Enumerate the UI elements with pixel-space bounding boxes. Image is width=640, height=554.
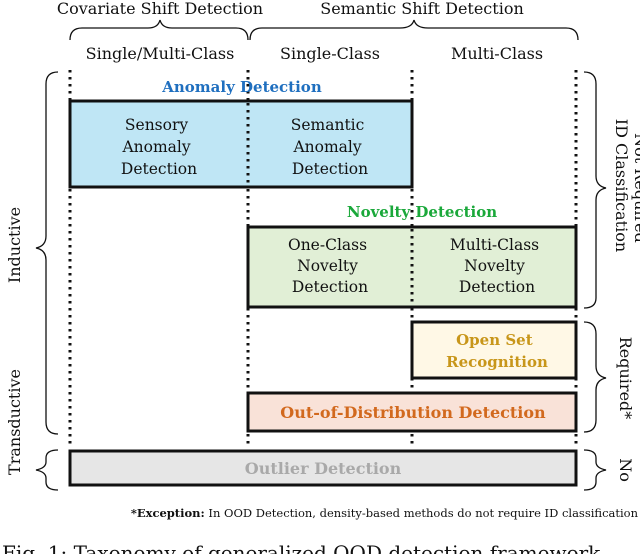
brace-semantic [249, 19, 579, 41]
sensory-anomaly-line-2: Anomaly [121, 138, 190, 156]
header-semantic-shift: Semantic Shift Detection [320, 0, 524, 18]
open-set-line-1: Open Set [456, 331, 533, 349]
one-class-line-2: Novelty [297, 257, 358, 275]
label-required: Required* [616, 337, 635, 420]
one-class-line-3: Detection [292, 278, 368, 296]
sensory-anomaly-label: Sensory Anomaly Detection [121, 116, 197, 178]
semantic-anomaly-line-2: Anomaly [292, 138, 361, 156]
header-multi-class: Multi-Class [451, 44, 543, 63]
open-set-recognition-box [410, 320, 578, 380]
anomaly-detection-title: Anomaly Detection [161, 78, 322, 96]
outlier-detection-box [68, 449, 578, 487]
anomaly-detection-box [68, 99, 414, 189]
multi-class-line-2: Novelty [464, 257, 525, 275]
footnote: *Exception: In OOD Detection, density-ba… [131, 506, 639, 520]
brace-required [583, 321, 607, 433]
brace-no [583, 449, 607, 491]
brace-covariate [69, 19, 249, 41]
header-single-multi-class: Single/Multi-Class [86, 44, 235, 63]
sensory-anomaly-line-3: Detection [121, 160, 197, 178]
multi-class-line-3: Detection [459, 278, 535, 296]
brace-not-required [583, 71, 607, 309]
open-set-line-2: Recognition [446, 353, 548, 371]
one-class-novelty-label: One-Class Novelty Detection [288, 236, 372, 296]
one-class-line-1: One-Class [288, 236, 367, 254]
multi-class-novelty-label: Multi-Class Novelty Detection [450, 236, 544, 296]
header-single-class: Single-Class [280, 44, 380, 63]
figure-caption: Fig. 1: Taxonomy of generalized OOD dete… [2, 541, 601, 554]
label-not-required-line-1: ID Classification [612, 119, 631, 252]
brace-transductive [35, 449, 59, 491]
label-transductive: Transductive [5, 369, 24, 475]
open-set-recognition-label: Open Set Recognition [446, 331, 548, 371]
header-covariate-shift: Covariate Shift Detection [57, 0, 263, 18]
semantic-anomaly-line-1: Semantic [291, 116, 365, 134]
label-inductive: Inductive [5, 207, 24, 283]
semantic-anomaly-label: Semantic Anomaly Detection [291, 116, 370, 178]
ood-detection-box [246, 391, 578, 433]
semantic-anomaly-line-3: Detection [292, 160, 368, 178]
label-id-classification-not-required: ID Classification Not Required [612, 119, 640, 257]
sensory-anomaly-line-1: Sensory [125, 116, 188, 134]
label-no: No [616, 458, 635, 482]
multi-class-line-1: Multi-Class [450, 236, 539, 254]
outlier-detection-label: Outlier Detection [245, 459, 402, 478]
ood-detection-label: Out-of-Distribution Detection [280, 403, 546, 422]
label-not-required-line-2: Not Required [631, 133, 640, 243]
footnote-text: In OOD Detection, density-based methods … [205, 506, 639, 520]
brace-inductive [35, 71, 59, 435]
novelty-detection-title: Novelty Detection [347, 203, 497, 221]
footnote-exception: *Exception: [131, 506, 205, 520]
